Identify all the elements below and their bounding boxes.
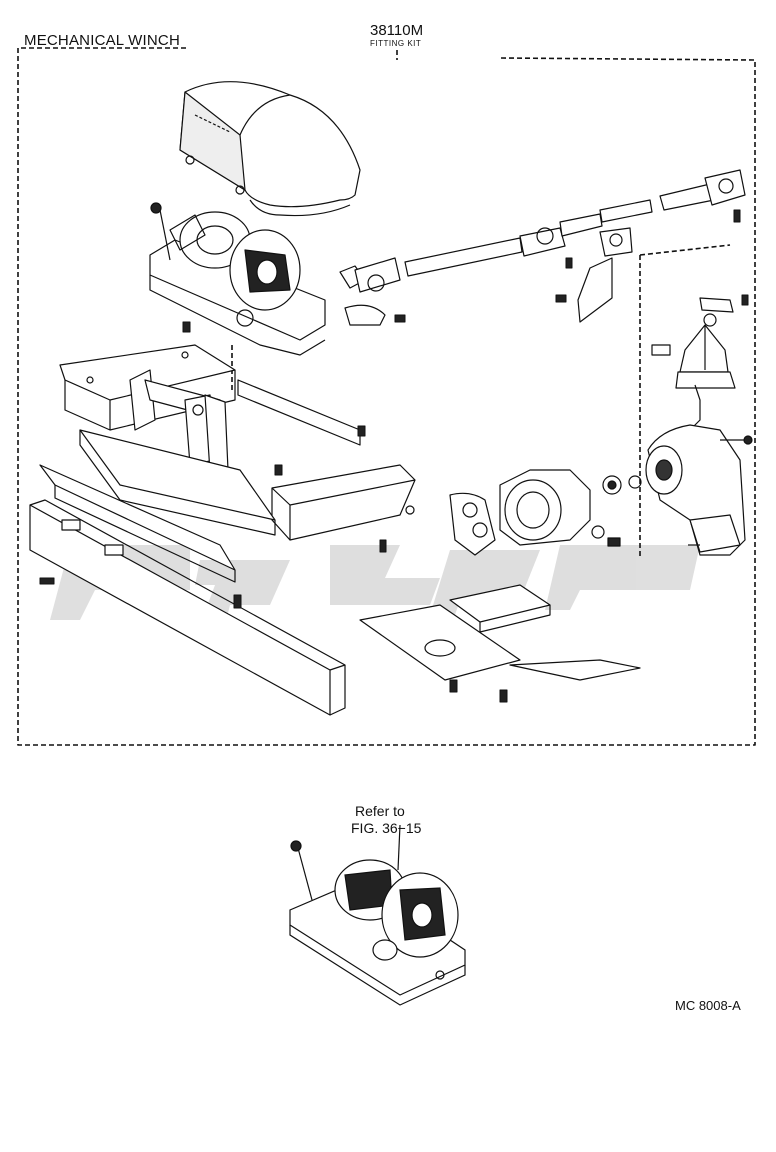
kit-number-label: 38110M — [370, 22, 424, 39]
under-guard — [359, 584, 641, 681]
reference-label-line2: FIG. 36−15 — [351, 820, 422, 836]
winch-bracket — [129, 369, 229, 473]
power-takeoff-unit — [645, 424, 753, 556]
bearing-support — [577, 227, 633, 323]
diagram-title: MECHANICAL WINCH — [24, 32, 180, 49]
bolts — [39, 209, 749, 703]
kit-name-label: FITTING KIT — [370, 39, 422, 48]
reference-winch-illustration — [289, 824, 466, 1006]
frame-rail — [237, 379, 416, 541]
winch-assembly — [149, 202, 326, 356]
winch-cover — [179, 81, 361, 217]
front-bumper — [29, 499, 346, 716]
support-channel — [39, 429, 276, 583]
propeller-shaft — [339, 169, 746, 326]
drawing-lines — [17, 47, 756, 746]
gear-housing — [449, 469, 642, 556]
shift-lever-boot — [651, 297, 736, 431]
fitting-kit-boundary — [17, 47, 756, 746]
drawing-code-label: MC 8008-A — [675, 998, 741, 1013]
reference-label-line1: Refer to — [355, 803, 405, 819]
